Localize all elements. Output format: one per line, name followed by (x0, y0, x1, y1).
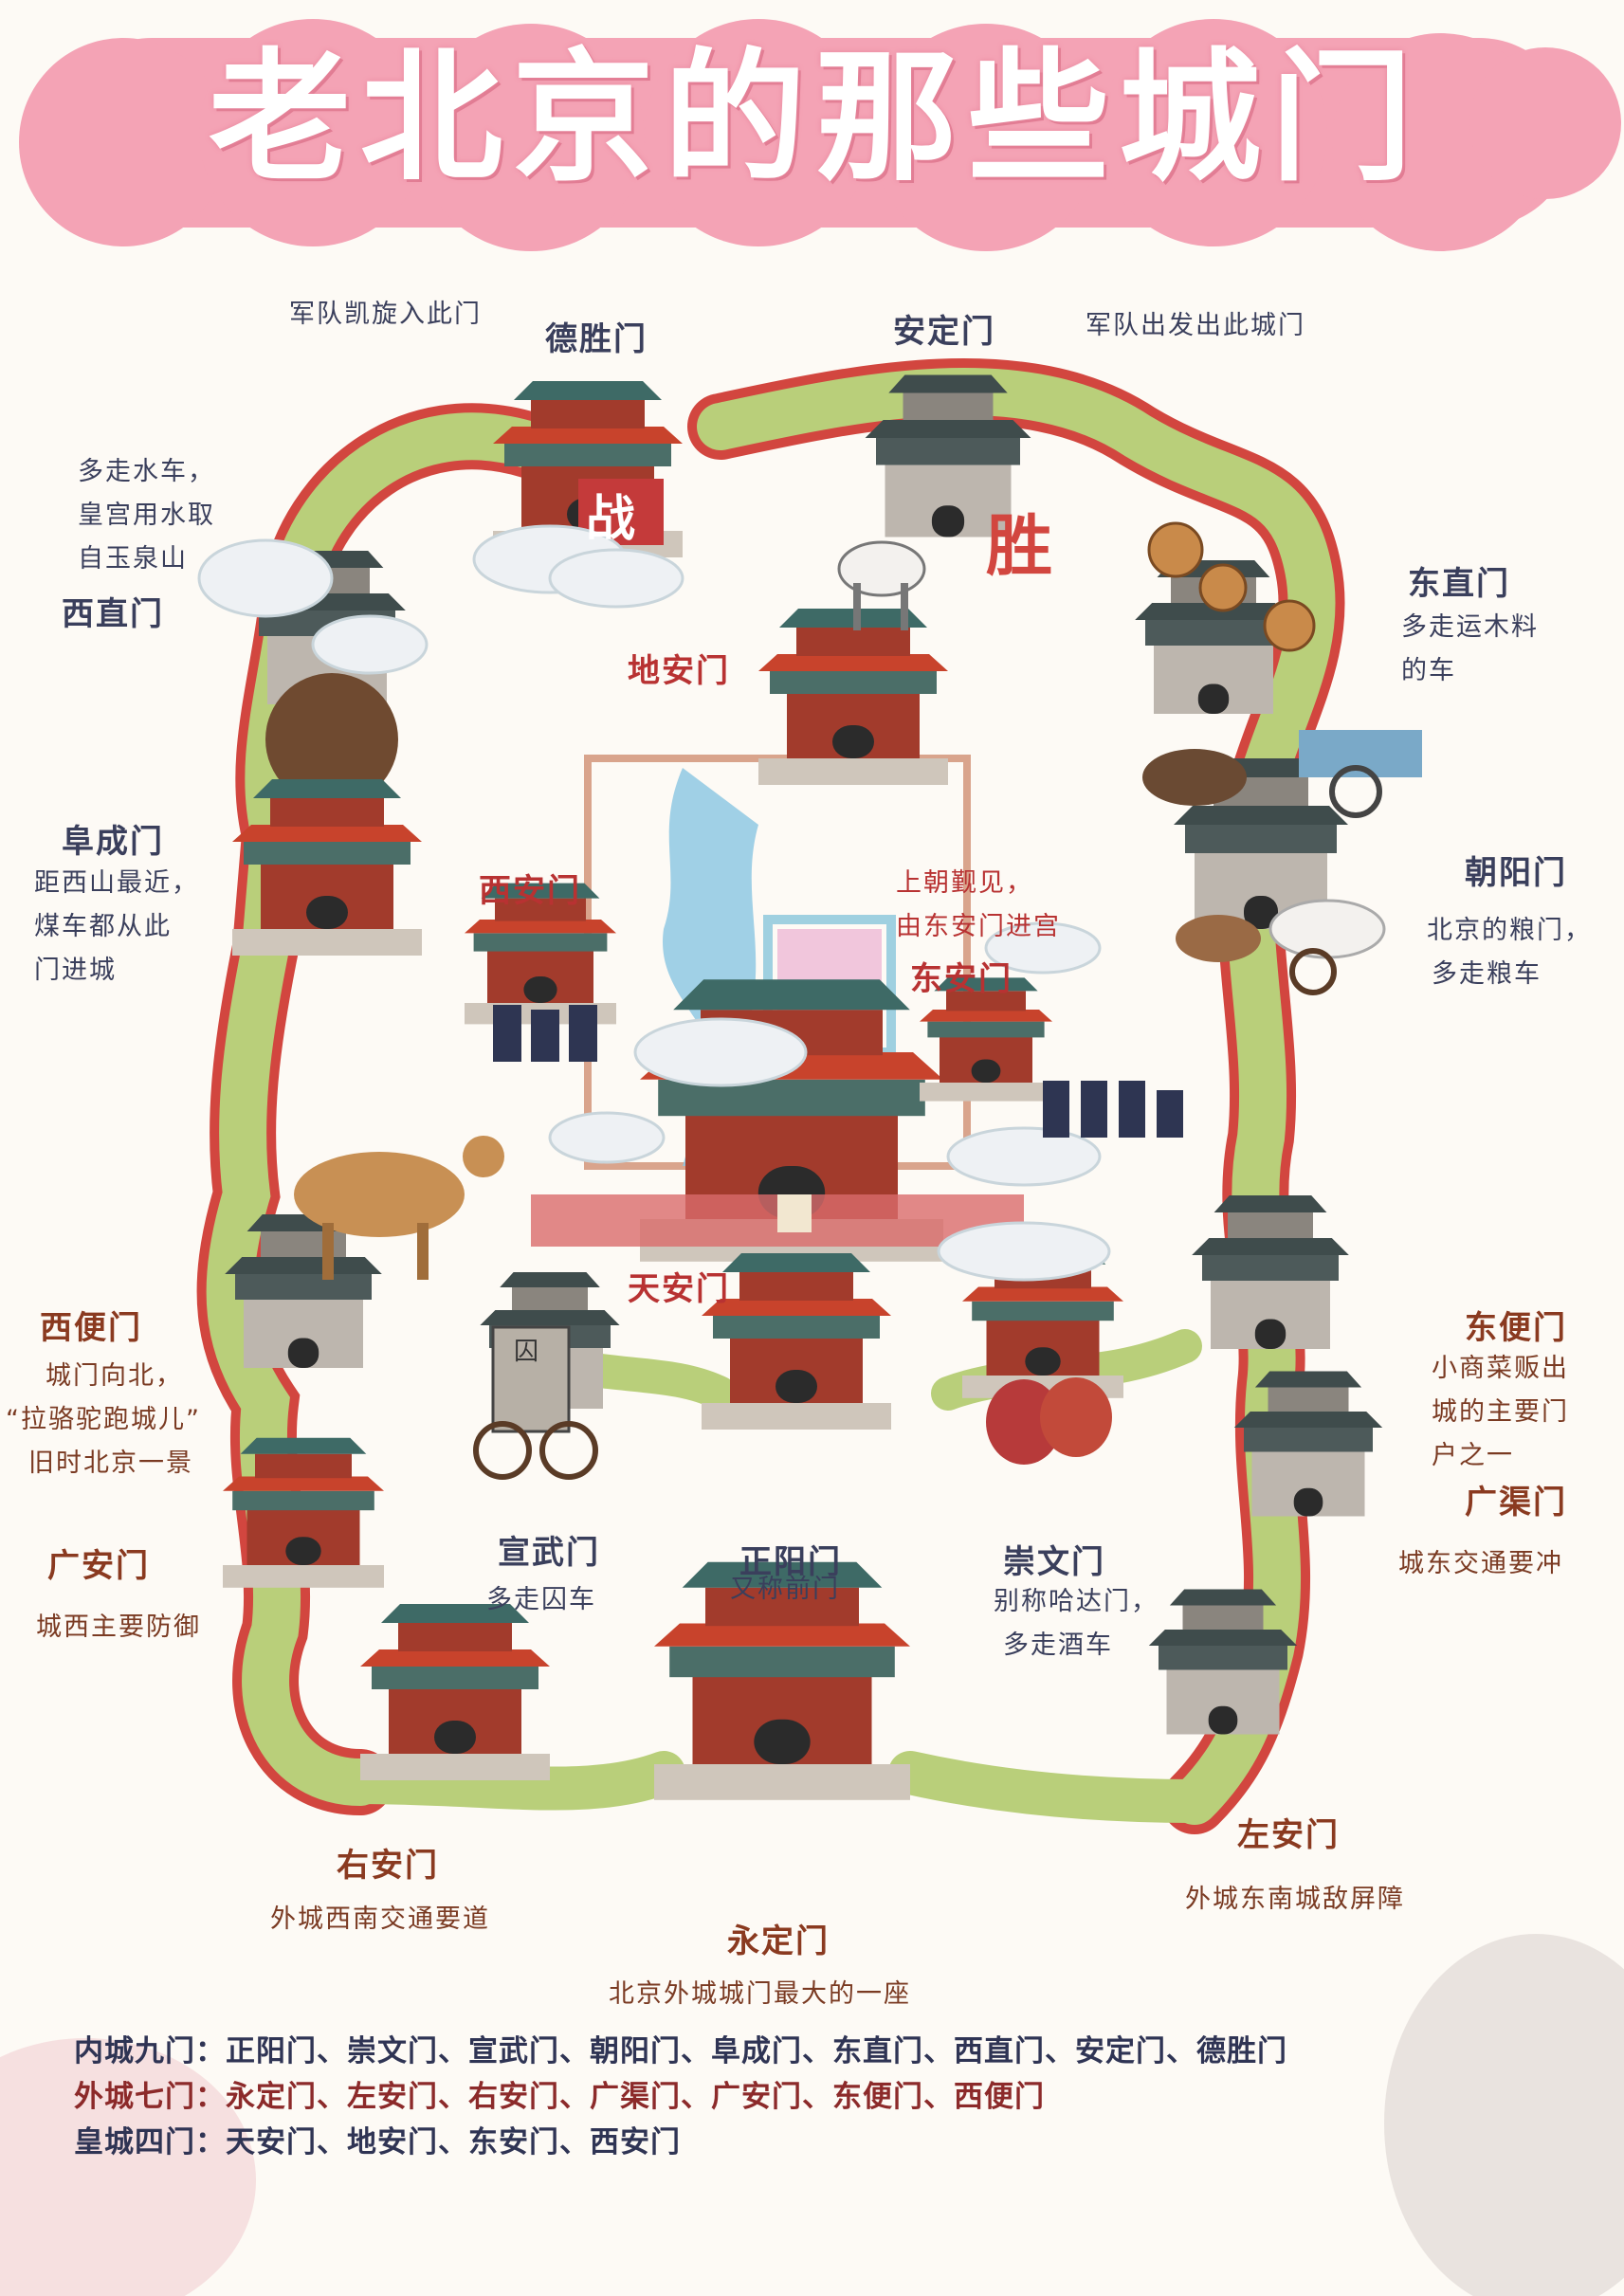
legend-outer-city: 外城七门：永定门、左安门、右安门、广渠门、广安门、东便门、西便门 (74, 2080, 1045, 2114)
note-youanmen: 外城西南交通要道 (270, 1904, 490, 1934)
note-zhengyangmen: 又称前门 (730, 1575, 840, 1604)
youanmen-building (360, 1604, 550, 1780)
camel (294, 1136, 504, 1280)
note-xizhimen-2: 皇宫用水取 (78, 501, 215, 530)
note-fuchengmen-3: 门进城 (34, 956, 117, 985)
note-deshengmen: 军队凯旋入此门 (289, 300, 482, 329)
gate-label-xianmen: 西安门 (479, 872, 581, 910)
note-chaoyangmen-2: 多走粮车 (1432, 959, 1542, 989)
horse (837, 540, 926, 630)
gate-label-deshengmen: 德胜门 (545, 320, 648, 358)
legend-inner-city: 内城九门：正阳门、崇文门、宣武门、朝阳门、阜成门、东直门、西直门、安定门、德胜门 (74, 2034, 1287, 2068)
officials (493, 1005, 1183, 1138)
gate-label-andingmen: 安定门 (893, 313, 995, 351)
gate-label-chaoyangmen: 朝阳门 (1465, 854, 1567, 892)
note-chongwenmen-1: 别称哈达门， (994, 1587, 1159, 1616)
gate-label-fuchengmen: 阜成门 (62, 823, 164, 861)
ox-cart (1142, 730, 1422, 818)
note-xizhimen-1: 多走水车， (78, 457, 215, 486)
note-guanganmen: 城西主要防御 (36, 1613, 201, 1642)
note-guangqumen: 城东交通要冲 (1398, 1549, 1563, 1578)
note-xizhimen-3: 自玉泉山 (78, 544, 188, 574)
note-fuchengmen-2: 煤车都从此 (34, 912, 172, 941)
zhengyangmen-inner-building (702, 1253, 891, 1430)
note-donganmen-1: 上朝觐见， (896, 868, 1033, 898)
note-dongbianmen-3: 户之一 (1432, 1441, 1514, 1470)
gate-label-youanmen: 右安门 (337, 1847, 439, 1885)
gate-label-xibianmen: 西便门 (40, 1309, 142, 1347)
note-zuoanmen: 外城东南城敌屏障 (1185, 1885, 1405, 1914)
page-title: 老北京的那些城门 (208, 36, 1422, 201)
gate-legend: 内城九门：正阳门、崇文门、宣武门、朝阳门、阜成门、东直门、西直门、安定门、德胜门… (74, 2029, 1287, 2165)
note-dongzhimen-1: 多走运木料 (1401, 612, 1539, 642)
dianmen-building (758, 609, 948, 785)
title-banner (19, 19, 1621, 251)
note-chongwenmen-2: 多走酒车 (1003, 1631, 1113, 1660)
note-dongbianmen-1: 小商菜贩出 (1432, 1354, 1569, 1383)
gate-label-yongdingmen: 永定门 (727, 1922, 830, 1960)
note-xibianmen-3: 旧时北京一景 (28, 1449, 193, 1478)
note-dongbianmen-2: 城的主要门 (1432, 1397, 1569, 1427)
gate-label-guanganmen: 广安门 (47, 1547, 150, 1585)
gate-label-chongwenmen: 崇文门 (1003, 1543, 1105, 1581)
wine-jars (986, 1377, 1112, 1465)
gate-label-xizhimen: 西直门 (62, 595, 164, 633)
note-donganmen-2: 由东安门进宫 (896, 912, 1061, 941)
sign-sheng: 胜 (986, 507, 1052, 585)
note-yongdingmen: 北京外城城门最大的一座 (609, 1979, 911, 2009)
note-xuanwumen: 多走囚车 (486, 1585, 596, 1614)
gate-label-tiananmen: 天安门 (628, 1270, 730, 1308)
note-xibianmen-1: 城门向北， (46, 1361, 183, 1391)
gate-label-donganmen: 东安门 (910, 960, 1013, 998)
note-chaoyangmen-1: 北京的粮门， (1427, 916, 1592, 945)
legend-imperial-city: 皇城四门：天安门、地安门、东安门、西安门 (74, 2125, 681, 2159)
gate-label-zhengyangmen: 正阳门 (739, 1543, 842, 1581)
gate-label-xuanwumen: 宣武门 (498, 1534, 600, 1572)
note-dongzhimen-2: 的车 (1401, 656, 1456, 685)
gate-label-guangqumen: 广渠门 (1465, 1484, 1567, 1522)
gate-label-dongbianmen: 东便门 (1465, 1309, 1567, 1347)
note-andingmen: 军队出发出此城门 (1086, 311, 1305, 340)
sign-zhan: 战 (586, 491, 636, 548)
clouds (197, 524, 1111, 1282)
sign-qiu: 囚 (514, 1338, 539, 1366)
note-xibianmen-2: “拉骆驼跑城儿” (6, 1405, 201, 1434)
horse-cart (1176, 899, 1386, 995)
logs (1147, 521, 1316, 652)
gate-label-dianmen: 地安门 (628, 652, 730, 690)
dongbianmen-building (1192, 1195, 1349, 1349)
note-fuchengmen-1: 距西山最近， (34, 868, 199, 898)
gate-label-dongzhimen: 东直门 (1408, 565, 1510, 603)
prison-cart (473, 1325, 598, 1480)
gate-label-zuoanmen: 左安门 (1237, 1816, 1340, 1854)
